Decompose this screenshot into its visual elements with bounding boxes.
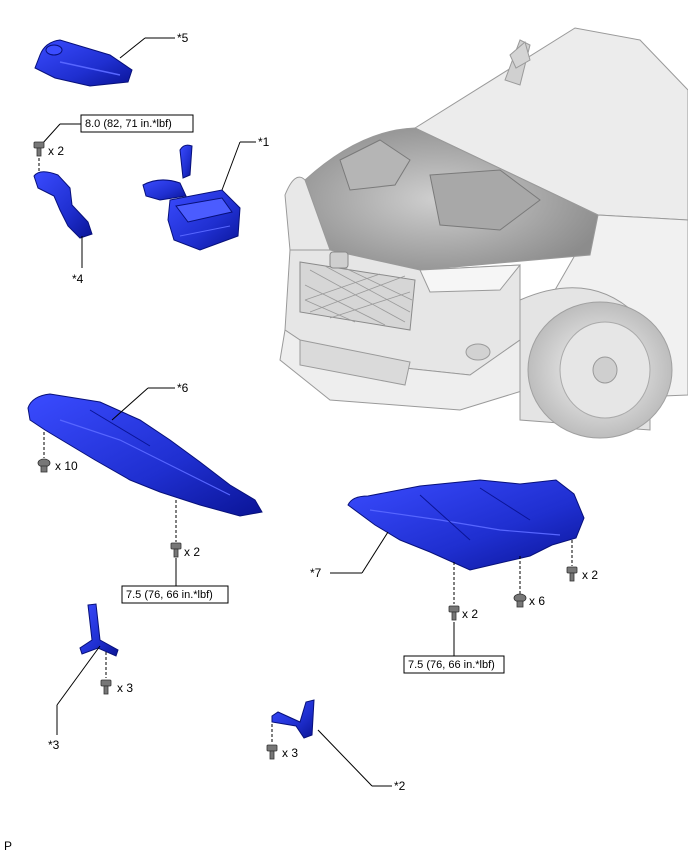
callout-2: *2 [394, 779, 406, 793]
callout-5: *5 [177, 31, 189, 45]
bracket-part-4 [33, 171, 93, 239]
bolt-icon [448, 605, 460, 621]
clip-quantity-6: x 10 [55, 459, 78, 473]
air-cleaner-part [142, 144, 241, 251]
engine-under-cover-part [27, 393, 263, 517]
callout-7: *7 [310, 566, 322, 580]
bolt-quantity-2: x 3 [282, 746, 298, 760]
bolt-quantity-4: x 2 [48, 144, 64, 158]
torque-spec-right: 7.5 (76, 66 in.*lbf) [408, 659, 495, 671]
callout-6: *6 [177, 381, 189, 395]
rear-under-cover-part [347, 479, 585, 571]
clip-icon [37, 458, 51, 473]
torque-box-right [403, 655, 505, 674]
torque-spec-mid: 7.5 (76, 66 in.*lbf) [126, 589, 213, 601]
bolt-icon [170, 542, 182, 558]
bracket-part-3 [79, 603, 119, 657]
bolt-icon [266, 744, 278, 760]
bolt-icon [33, 141, 45, 157]
bracket-part-2 [271, 699, 315, 739]
callout-1: *1 [258, 135, 270, 149]
clip-icon [513, 593, 527, 608]
torque-spec-top: 8.0 (82, 71 in.*lbf) [85, 118, 172, 130]
torque-box-mid [121, 585, 229, 604]
bolt-quantity-7-right: x 2 [582, 568, 598, 582]
vehicle-front-illustration [279, 27, 688, 439]
clip-quantity-7: x 6 [529, 594, 545, 608]
bolt-quantity-3: x 3 [117, 681, 133, 695]
illustration-code: P [4, 839, 12, 852]
callout-3: *3 [48, 738, 60, 752]
bolt-quantity-7-left: x 2 [462, 607, 478, 621]
bolt-quantity-6-front: x 2 [184, 545, 200, 559]
callout-4: *4 [72, 272, 84, 286]
bolt-icon [566, 566, 578, 582]
engine-cover-part [34, 39, 133, 87]
bolt-icon [100, 679, 112, 695]
